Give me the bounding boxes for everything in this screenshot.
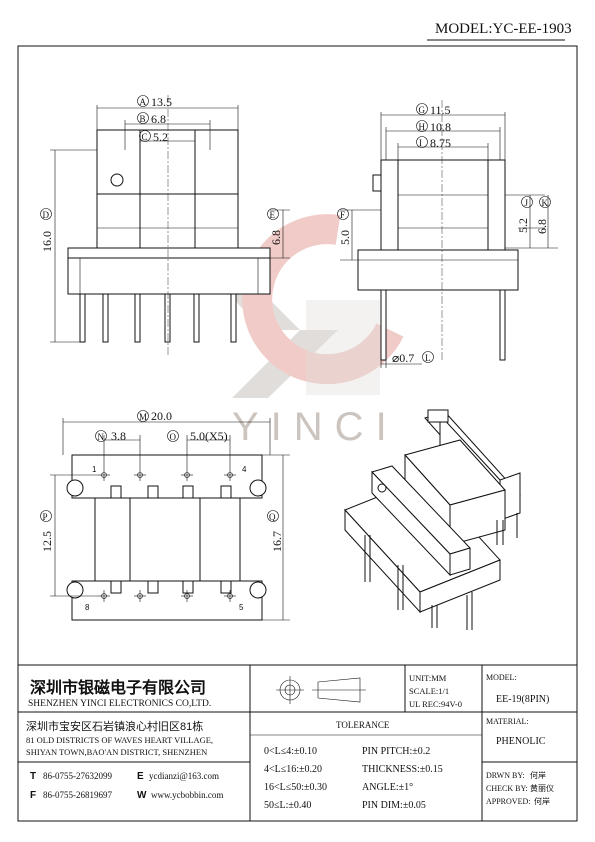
dim-letter-o: O [170, 432, 177, 442]
fax-label: F [30, 790, 36, 801]
dim-b-value: 6.8 [151, 112, 166, 126]
dim-p-value: 12.5 [40, 531, 54, 552]
dim-letter-f: F [340, 210, 345, 220]
front-pins [79, 293, 237, 343]
dim-letter-d: D [43, 210, 50, 220]
fax-number: 86-0755-26819697 [43, 790, 112, 800]
dim-m-value: 20.0 [151, 409, 172, 423]
dim-e-value: 6.8 [269, 230, 283, 245]
dim-h-value: 10.8 [430, 120, 451, 134]
model-title: MODEL:YC-EE-1903 [435, 21, 572, 37]
tel-label: T [30, 771, 36, 782]
dim-k-value: 6.8 [535, 219, 549, 234]
check-by-label: CHECK BY: [486, 784, 528, 793]
model-label: MODEL: [486, 673, 517, 682]
dim-i-value: 8.75 [430, 136, 451, 150]
dim-letter-a: A [140, 97, 147, 107]
address-en-line-2: SHIYAN TOWN,BAO'AN DISTRICT, SHENZHEN [26, 747, 207, 757]
scale-text: SCALE:1/1 [409, 686, 449, 696]
tolerance-row-5: PIN PITCH:±0.2 [362, 746, 430, 757]
dim-d-value: 16.0 [40, 231, 54, 252]
dim-j-value: 5.2 [516, 218, 530, 233]
dim-l-value: ⌀0.7 [392, 351, 414, 365]
dim-letter-b: B [140, 114, 146, 124]
dim-letter-p: P [43, 512, 48, 522]
tolerance-row-7: ANGLE:±1° [362, 782, 413, 793]
dim-letter-m: M [139, 412, 147, 422]
drawn-by-name: 何岸 [530, 770, 546, 780]
dim-letter-c: C [142, 132, 148, 142]
dim-f-value: 5.0 [338, 230, 352, 245]
material-label: MATERIAL: [486, 717, 529, 726]
dim-c-value: 5.2 [153, 130, 168, 144]
material-value: PHENOLIC [496, 736, 546, 747]
side-view: G 11.5 H 10.8 I 8.75 F 5.0 J K 5.2 6.8 ⌀… [337, 100, 558, 368]
tolerance-row-6: THICKNESS:±0.15 [362, 764, 443, 775]
web-address: www.ycbobbin.com [151, 790, 223, 800]
dim-letter-e: E [270, 210, 276, 220]
yinci-logo-watermark [200, 214, 404, 398]
bottom-pin-markers [98, 469, 236, 602]
projection-symbol-icon [276, 676, 366, 704]
tolerance-title: TOLERANCE [336, 720, 390, 730]
iso-hole-icon [377, 483, 387, 493]
email-label: E [137, 771, 144, 782]
dim-q-value: 16.7 [270, 531, 284, 552]
tel-number: 86-0755-27632099 [43, 771, 112, 781]
isometric-view [344, 409, 521, 630]
dim-letter-q: Q [269, 512, 276, 522]
dim-n-value: 3.8 [111, 429, 126, 443]
drawn-by-label: DRWN BY: [486, 771, 525, 780]
tolerance-row-3: 16<L≤50:±0.30 [264, 782, 327, 793]
company-name-cn: 深圳市银磁电子有限公司 [30, 678, 206, 697]
front-hole-icon [110, 173, 124, 187]
dim-a-value: 13.5 [151, 95, 172, 109]
dim-letter-n: N [98, 432, 105, 442]
ul-rec-text: UL REC:94V-0 [409, 699, 462, 709]
pin-label-4: 4 [242, 465, 247, 474]
tolerance-row-8: PIN DIM:±0.05 [362, 800, 426, 811]
check-by-name: 黄丽仪 [530, 783, 554, 793]
dim-g-value: 11.5 [430, 103, 451, 117]
title-block: 深圳市银磁电子有限公司 SHENZHEN YINCI ELECTRONICS C… [17, 664, 578, 822]
dim-o-value: 5.0(X5) [190, 429, 228, 443]
approved-label: APPROVED: [486, 797, 530, 806]
email-address: ycdianzi@163.com [149, 771, 219, 781]
bottom-view: 1 4 8 5 M 20.0 N 3.8 O 5.0(X5) P 12.5 [40, 409, 290, 621]
approved-name: 何岸 [534, 796, 550, 806]
tolerance-row-1: 0<L≤4:±0.10 [264, 746, 317, 757]
dim-letter-k: K [542, 198, 549, 208]
model-value: EE-19(8PIN) [496, 694, 549, 705]
address-en-line-1: 81 OLD DISTRICTS OF WAVES HEART VILLAGE, [26, 735, 213, 745]
address-cn: 深圳市宝安区石岩镇浪心村旧区81栋 [26, 719, 203, 733]
pin-label-5: 5 [239, 603, 244, 612]
tolerance-row-4: 50≤L:±0.40 [264, 800, 311, 811]
dim-letter-l: L [425, 353, 431, 363]
dim-letter-g: G [419, 105, 426, 115]
pin-label-1: 1 [92, 465, 97, 474]
pin-label-8: 8 [85, 603, 90, 612]
dim-letter-i: I [419, 138, 422, 148]
dim-letter-j: J [525, 198, 529, 208]
unit-text: UNIT:MM [409, 673, 447, 683]
company-name-en: SHENZHEN YINCI ELECTRONICS CO,LTD. [28, 699, 211, 709]
front-view: A 13.5 B 6.8 C 5.2 D 16.0 E 6.8 [40, 95, 290, 355]
yinci-watermark-text: YINCI [232, 405, 399, 449]
dim-letter-h: H [419, 122, 426, 132]
web-label: W [137, 790, 147, 801]
tolerance-row-2: 4<L≤16:±0.20 [264, 764, 322, 775]
